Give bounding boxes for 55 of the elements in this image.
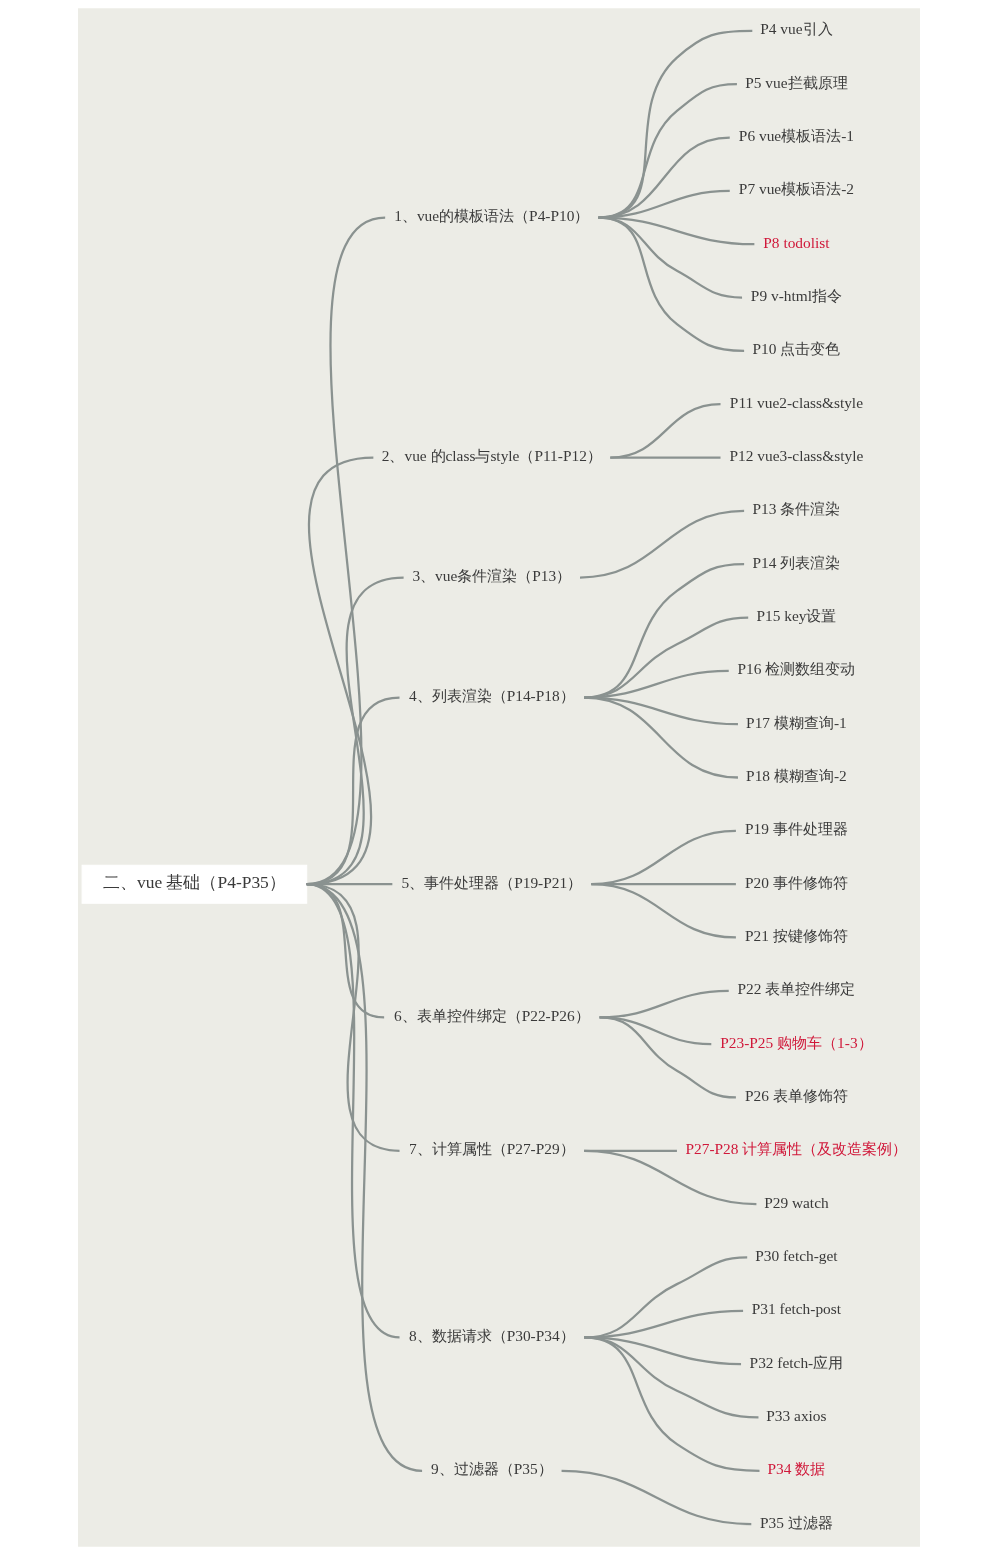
node-text: 1、vue的模板语法（P4-P10）	[394, 207, 590, 225]
connector	[584, 1149, 757, 1206]
node-text: P30 fetch-get	[755, 1247, 838, 1265]
node-text: P15 key设置	[756, 607, 837, 625]
connector	[599, 1016, 712, 1046]
node-text: P5 vue拦截原理	[745, 73, 848, 91]
connector	[591, 883, 736, 939]
node-text: 7、计算属性（P27-P29）	[408, 1140, 575, 1158]
node-text: P31 fetch-post	[751, 1300, 842, 1318]
node-text: P29 watch	[764, 1193, 829, 1211]
node-text: P11 vue2-class&style	[729, 393, 863, 411]
connector	[561, 1469, 752, 1526]
connector	[306, 216, 386, 886]
node-text: P6 vue模板语法-1	[738, 127, 854, 145]
node-text: P13 条件渲染	[752, 500, 841, 518]
connector	[584, 696, 739, 779]
node-text: P10 点击变色	[752, 340, 841, 358]
node-text: P12 vue3-class&style	[729, 447, 864, 465]
node-text: P14 列表渲染	[752, 553, 841, 571]
node-text: 4、列表渲染（P14-P18）	[408, 687, 575, 705]
node-text: 5、事件处理器（P19-P21）	[401, 873, 583, 891]
connector	[610, 456, 721, 459]
node-text: P20 事件修饰符	[745, 873, 848, 891]
node-text: 3、vue条件渲染（P13）	[412, 567, 572, 585]
node-text: P21 按键修饰符	[745, 927, 848, 945]
node-text: P19 事件处理器	[745, 820, 848, 838]
connector	[584, 696, 738, 726]
node-text: P8 todolist	[763, 233, 830, 251]
node-text: P27-P28 计算属性（及改造案例）	[685, 1140, 908, 1158]
connector	[584, 1336, 760, 1472]
node-text: P4 vue引入	[760, 20, 833, 38]
node-text: P32 fetch-应用	[749, 1353, 844, 1371]
node-text: P17 模糊查询-1	[746, 713, 847, 731]
node-text: P7 vue模板语法-2	[738, 180, 854, 198]
node-text: P18 模糊查询-2	[746, 767, 847, 785]
node-text: P9 v-html指令	[750, 287, 842, 305]
node-text: P22 表单控件绑定	[737, 980, 856, 998]
node-text: P33 axios	[766, 1407, 827, 1425]
connector	[598, 216, 745, 352]
connector	[579, 509, 745, 579]
node-text: 9、过滤器（P35）	[431, 1460, 553, 1478]
node-text: 6、表单控件绑定（P22-P26）	[393, 1007, 590, 1025]
node-text: 8、数据请求（P30-P34）	[408, 1327, 575, 1345]
node-text: P35 过滤器	[760, 1513, 833, 1531]
node-box: 二、vue 基础（P4-P35）	[81, 864, 308, 904]
connector	[599, 1016, 736, 1099]
node-text: P34 数据	[767, 1460, 826, 1478]
node-text: P23-P25 购物车（1-3）	[720, 1033, 873, 1051]
connector	[306, 883, 423, 1472]
connector	[610, 403, 721, 459]
node-text: P26 表单修饰符	[745, 1087, 848, 1105]
node-text: 2、vue 的class与style（P11-P12）	[381, 447, 602, 465]
connector	[598, 216, 755, 246]
node-text: P16 检测数组变动	[737, 660, 856, 678]
connector	[306, 456, 374, 886]
